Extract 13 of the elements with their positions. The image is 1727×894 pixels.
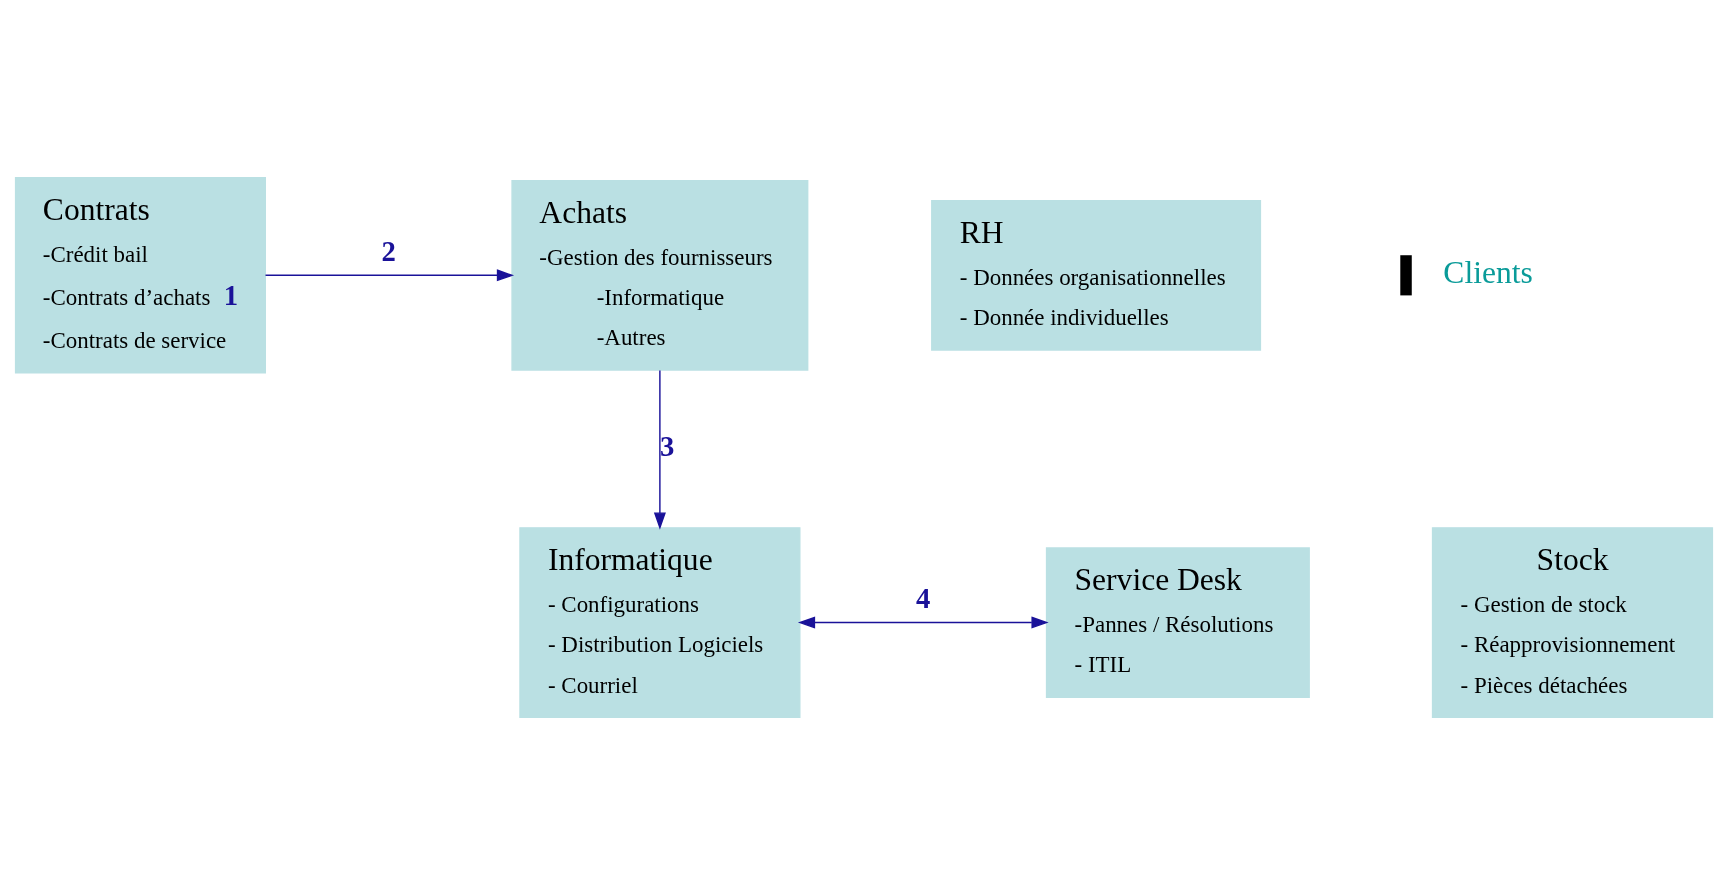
node-box: Stock - Gestion de stock - Réapprovisionnement - Pièces détachées [1431,526,1713,718]
arrow [653,369,666,530]
edge-label: 3 [659,429,674,462]
arrow [797,616,1049,629]
arrow [264,268,514,281]
node-box: RH - Données organisationnelles - Donnée individuelles [930,199,1261,351]
node-box: Contrats -Crédit bail -Contrats d’achats 1 -Contrats de service [14,176,266,374]
edge-label: 4 [915,581,930,614]
node-box: Service Desk -Pannes / Résolutions - ITIL [1045,546,1310,698]
label: Clients [1442,254,1533,290]
edge-label: 2 [381,234,396,267]
node-box: Informatique - Configurations - Distribution Logiciels - Courriel [518,526,800,718]
node-box: Achats -Gestion des fournisseurs -Informatique -Autres [510,179,808,371]
